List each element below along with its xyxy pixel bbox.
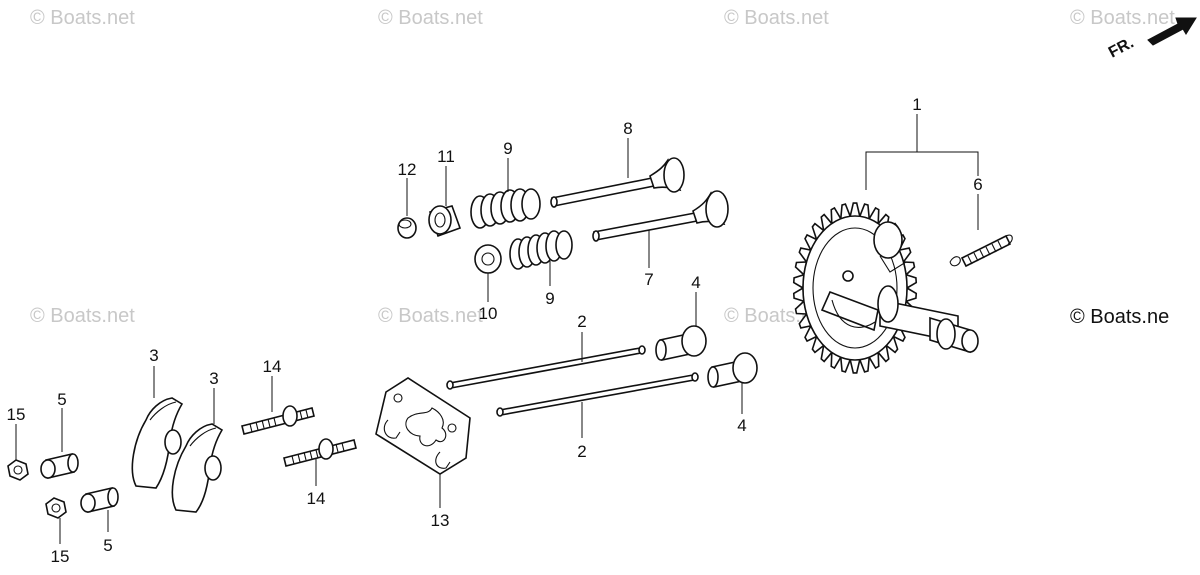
callout-5: 5 [57, 390, 66, 409]
leader-lines [15, 114, 979, 544]
camshaft-gear-1 [792, 202, 979, 374]
callout-2: 2 [577, 312, 586, 331]
callout-4: 4 [691, 273, 700, 292]
callout-9: 9 [545, 289, 554, 308]
callout-13: 13 [431, 511, 450, 530]
decompressor-spring-6 [949, 234, 1013, 268]
callout-10: 10 [479, 304, 498, 323]
watermark: © Boats.net [1070, 7, 1175, 29]
valve-spring-9-upper [470, 188, 541, 229]
guide-plate-13 [375, 377, 471, 475]
callout-14: 14 [263, 357, 282, 376]
callout-1: 1 [912, 95, 921, 114]
stud-bolt-14-lower [283, 438, 357, 467]
fr-label: FR. [1106, 34, 1137, 61]
arrow-icon [1147, 17, 1197, 46]
callout-7: 7 [644, 270, 653, 289]
watermark: © Boats.net [378, 7, 483, 29]
spring-retainer-10 [474, 244, 502, 274]
valve-7 [592, 190, 729, 242]
watermark: © Boats.net [378, 305, 483, 327]
callout-2: 2 [577, 442, 586, 461]
callout-5: 5 [103, 536, 112, 555]
callout-4: 4 [737, 416, 746, 435]
tappet-4-upper [655, 325, 707, 361]
callout-8: 8 [623, 119, 632, 138]
watermarks: © Boats.net © Boats.net © Boats.net © Bo… [30, 7, 1175, 328]
callout-15: 15 [7, 405, 26, 424]
gear-tooth [849, 358, 861, 374]
valve-spring-9-lower [509, 230, 573, 270]
callout-3: 3 [149, 346, 158, 365]
watermark: © Boats.net [724, 7, 829, 29]
valve-8 [550, 157, 685, 208]
rocker-pivot-5-lower [80, 487, 119, 513]
callout-3: 3 [209, 369, 218, 388]
spring-retainer-11 [428, 205, 462, 238]
nut-15-lower [45, 497, 67, 519]
callout-9: 9 [503, 139, 512, 158]
callout-14: 14 [307, 489, 326, 508]
rocker-arm-3-left [131, 397, 184, 489]
watermark: © Boats.net [30, 305, 135, 327]
callout-15: 15 [51, 547, 70, 566]
rocker-pivot-5-upper [40, 453, 79, 479]
callout-numbers: 1 2 2 3 3 4 4 5 5 6 7 8 9 9 10 11 12 13 … [7, 95, 983, 566]
callout-6: 6 [973, 175, 982, 194]
watermark: © Boats.net [30, 7, 135, 29]
push-rod-2-lower [496, 372, 699, 417]
nut-15-upper [7, 459, 29, 481]
gear-tooth [849, 202, 861, 218]
watermark-right: © Boats.ne [1070, 306, 1169, 328]
rocker-arm-3-right [171, 423, 224, 513]
callout-12: 12 [398, 160, 417, 179]
push-rod-2-upper [446, 345, 646, 390]
callout-11: 11 [437, 147, 455, 166]
stud-bolt-14-upper [241, 405, 315, 435]
tappet-4-lower [707, 352, 758, 388]
valve-cap-12 [397, 217, 417, 239]
